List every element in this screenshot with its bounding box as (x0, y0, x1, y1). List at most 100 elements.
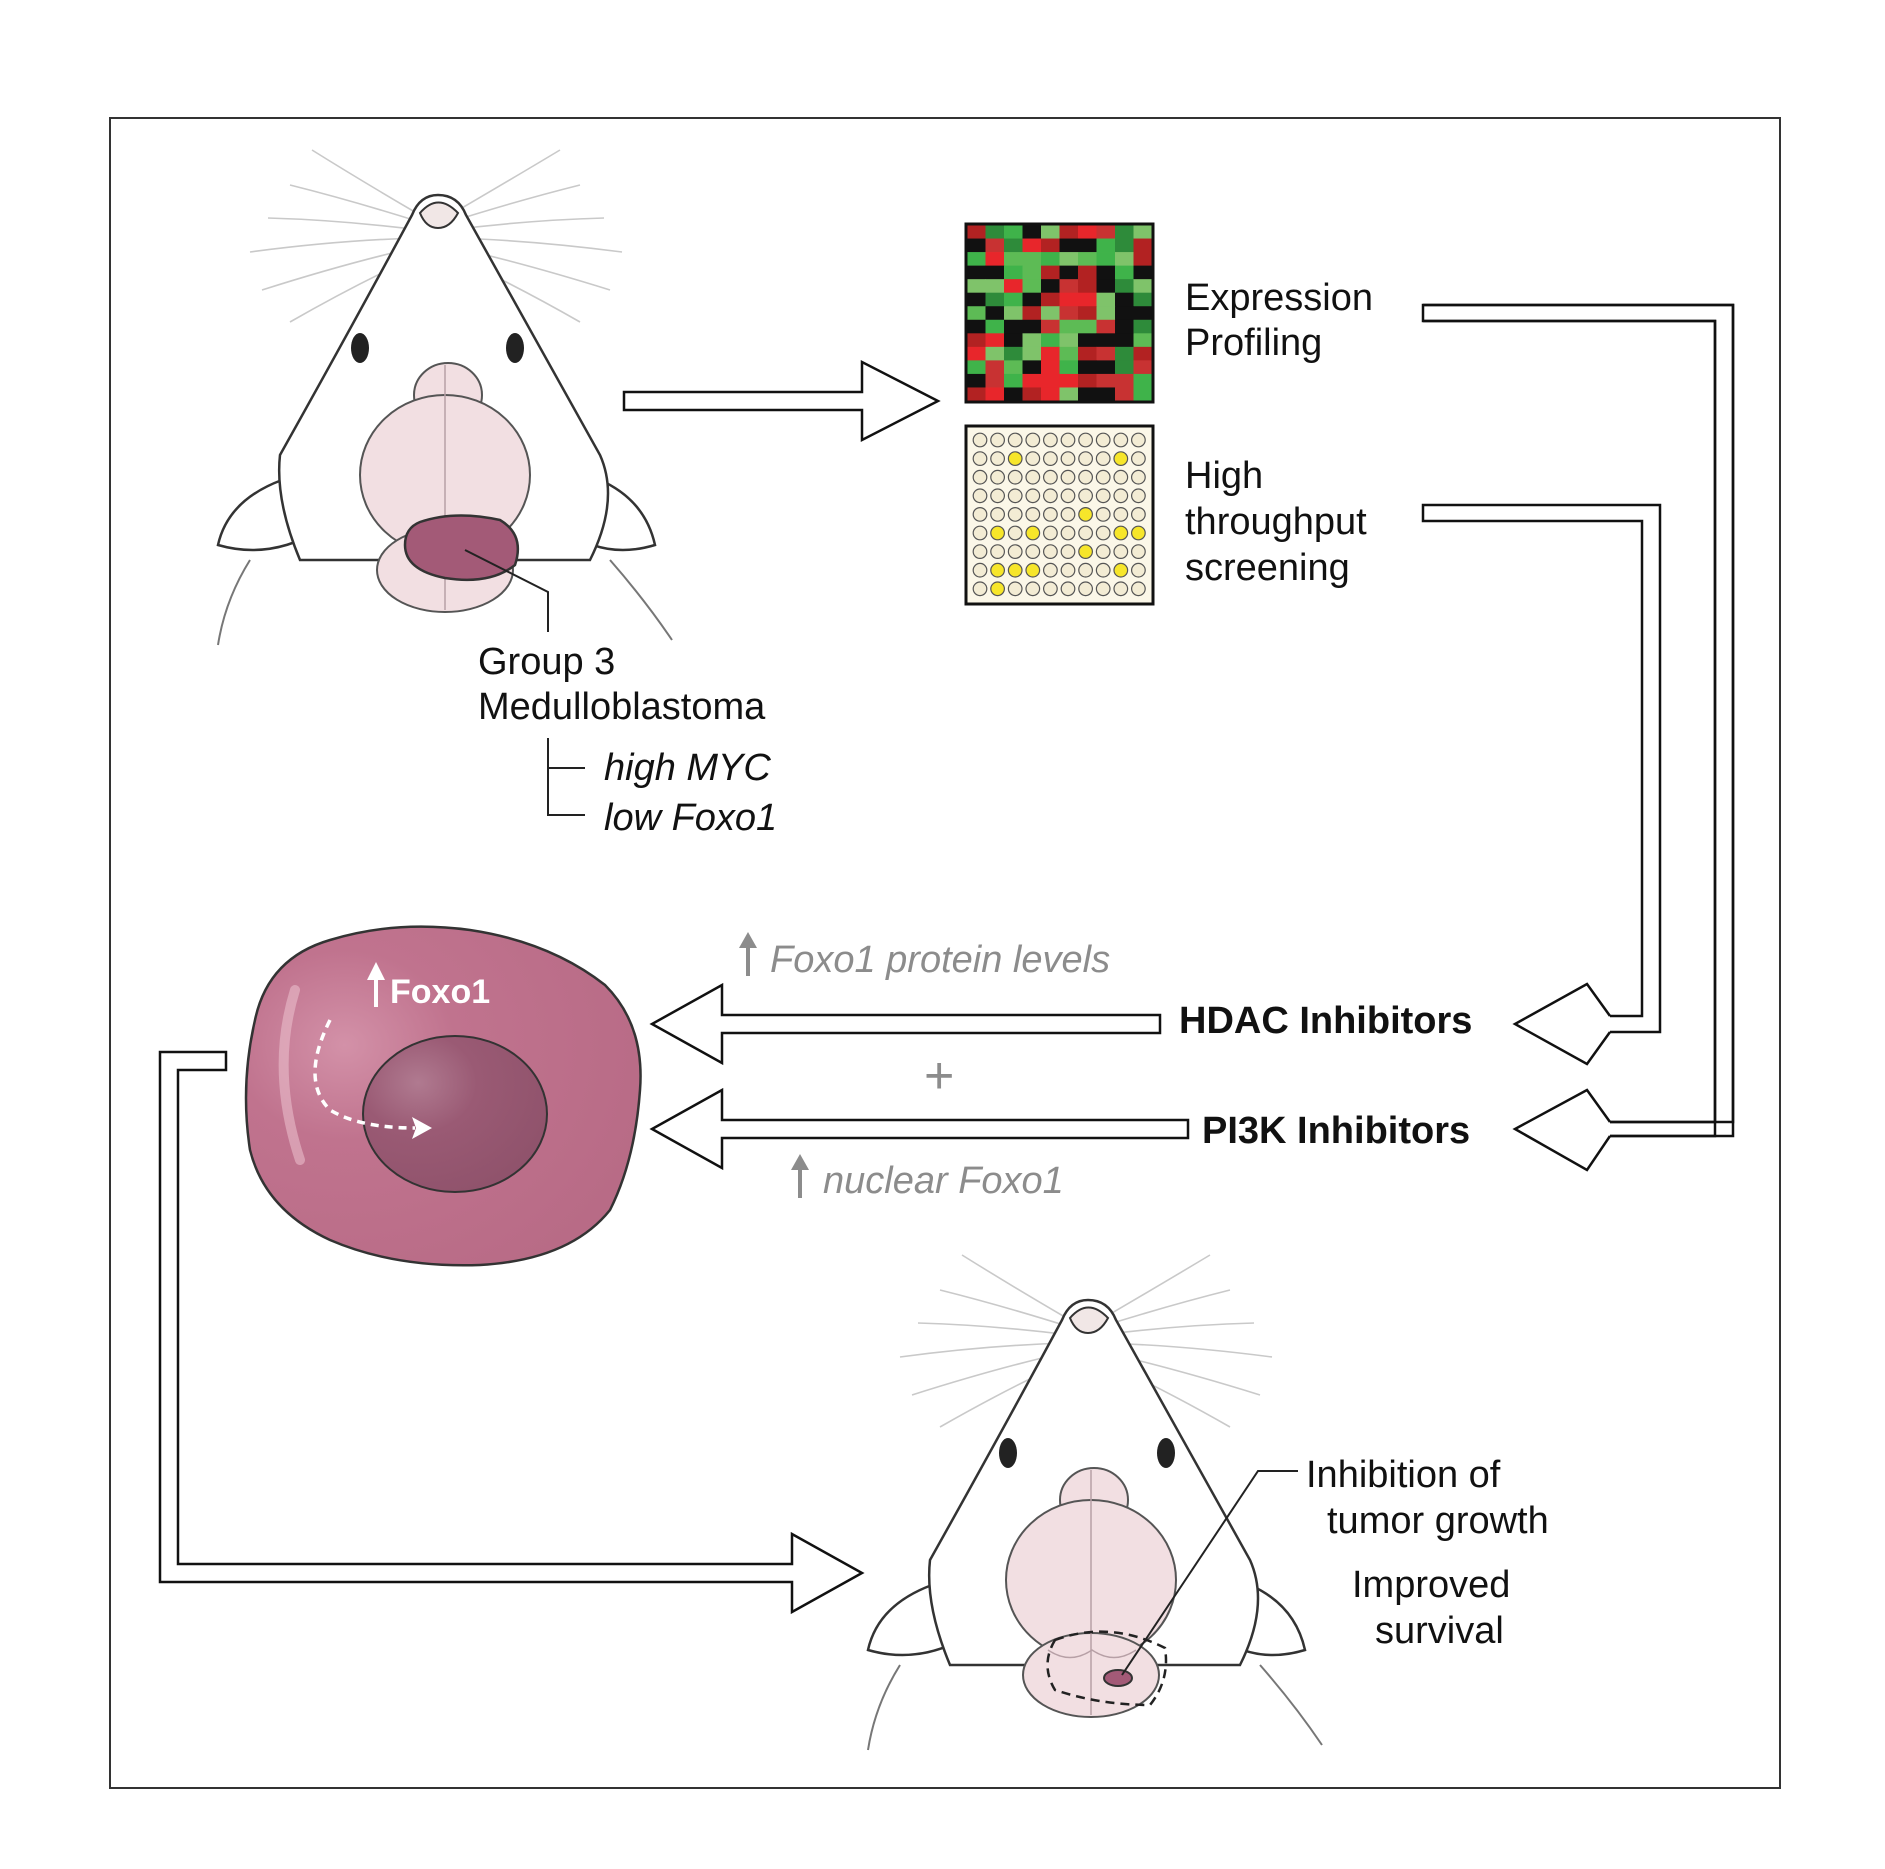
arrowhead-pi3k (1512, 1088, 1612, 1172)
hts-label-line3: screening (1185, 547, 1350, 589)
heatmap-cell (1078, 252, 1097, 267)
well (1007, 544, 1023, 559)
arrow-hdac-to-cell (649, 982, 1162, 1066)
heatmap-cell (1133, 360, 1153, 375)
heatmap-cell (1078, 279, 1097, 294)
well (1095, 581, 1111, 597)
heatmap-cell (1096, 373, 1116, 388)
heatmap-cell (1115, 319, 1134, 334)
well (1060, 432, 1076, 448)
pi3k-inhibitors-label: PI3K Inhibitors (1202, 1110, 1470, 1152)
heatmap-cell (1004, 387, 1023, 402)
nuclear-foxo1-label: nuclear Foxo1 (823, 1160, 1064, 1202)
heatmap-cell (1115, 346, 1134, 361)
plus-sign: + (924, 1047, 954, 1105)
heatmap-cell (1041, 279, 1060, 294)
well (972, 544, 988, 559)
heatmap-cell (1133, 346, 1153, 361)
heatmap-cell (1059, 238, 1079, 253)
outcome-label-line1: Inhibition of (1306, 1454, 1501, 1496)
well (972, 581, 988, 597)
well (1007, 525, 1023, 541)
heatmap-cell (1133, 225, 1153, 239)
heatmap-cell (985, 292, 1005, 307)
heatmap-cell (967, 360, 986, 375)
well (1007, 451, 1023, 467)
well (1113, 432, 1129, 448)
well (1025, 544, 1041, 559)
well (1007, 507, 1023, 522)
heatmap-cell (1041, 373, 1060, 388)
heatmap-cell (1133, 292, 1153, 307)
heatmap-cell (1022, 252, 1042, 267)
well (1078, 432, 1093, 448)
well (990, 581, 1005, 597)
well (990, 469, 1005, 485)
heatmap-cell (1022, 333, 1042, 348)
well (1113, 451, 1129, 467)
heatmap-cell (1022, 346, 1042, 361)
well (1095, 562, 1111, 578)
well (1130, 451, 1146, 467)
heatmap-cell (1004, 238, 1023, 253)
heatmap-cell (1004, 306, 1023, 321)
well (1113, 469, 1129, 485)
well (972, 507, 988, 522)
heatmap-cell (985, 265, 1005, 280)
heatmap-cell (1115, 292, 1134, 307)
heatmap-cell (1115, 373, 1134, 388)
well (1007, 469, 1023, 485)
hts-label-line2: throughput (1185, 501, 1367, 543)
heatmap-cell (1115, 306, 1134, 321)
well (1025, 525, 1041, 541)
heatmap-cell (1041, 306, 1060, 321)
well (1025, 451, 1041, 467)
heatmap-cell (1004, 279, 1023, 294)
well (1060, 507, 1076, 522)
heatmap-cell (1022, 238, 1042, 253)
heatmap-cell (1115, 252, 1134, 267)
heatmap-cell (1041, 360, 1060, 375)
heatmap-cell (967, 306, 986, 321)
heatmap-cell (1133, 373, 1153, 388)
well (972, 451, 988, 467)
heatmap-cell (1133, 265, 1153, 280)
heatmap-cell (1096, 346, 1116, 361)
heatmap-cell (1022, 306, 1042, 321)
well (1078, 507, 1093, 522)
well (1025, 469, 1041, 485)
heatmap-cell (1004, 319, 1023, 334)
heatmap-cell (967, 265, 986, 280)
heatmap-cell (1041, 346, 1060, 361)
well (1042, 507, 1058, 522)
heatmap-cell (1133, 387, 1153, 402)
heatmap-cell (1096, 279, 1116, 294)
heatmap-cell (1096, 252, 1116, 267)
heatmap-cell (1059, 306, 1079, 321)
well (1042, 525, 1058, 541)
well (990, 562, 1005, 578)
heatmap-cell (967, 225, 986, 239)
heatmap-cell (985, 306, 1005, 321)
heatmap-cell (967, 238, 986, 253)
well (1025, 507, 1041, 522)
outcome-label-line3: Improved (1352, 1564, 1510, 1606)
well-plate-icon (972, 432, 1146, 597)
heatmap-cell (1133, 279, 1153, 294)
heatmap-cell (1041, 265, 1060, 280)
brain-bottom-icon (1005, 1467, 1177, 1718)
well (990, 525, 1005, 541)
up-arrow-icon (791, 1154, 809, 1198)
flow-hts-to-hdac (1421, 503, 1662, 1034)
well (1060, 562, 1076, 578)
heatmap-cell (1022, 225, 1042, 239)
well (1130, 507, 1146, 522)
heatmap-cell (985, 238, 1005, 253)
well (1007, 581, 1023, 597)
translocation-arrowhead (412, 1117, 432, 1139)
well (1095, 469, 1111, 485)
well (1025, 581, 1041, 597)
well (1042, 432, 1058, 448)
well (1095, 488, 1111, 504)
heatmap-cell (1059, 319, 1079, 334)
